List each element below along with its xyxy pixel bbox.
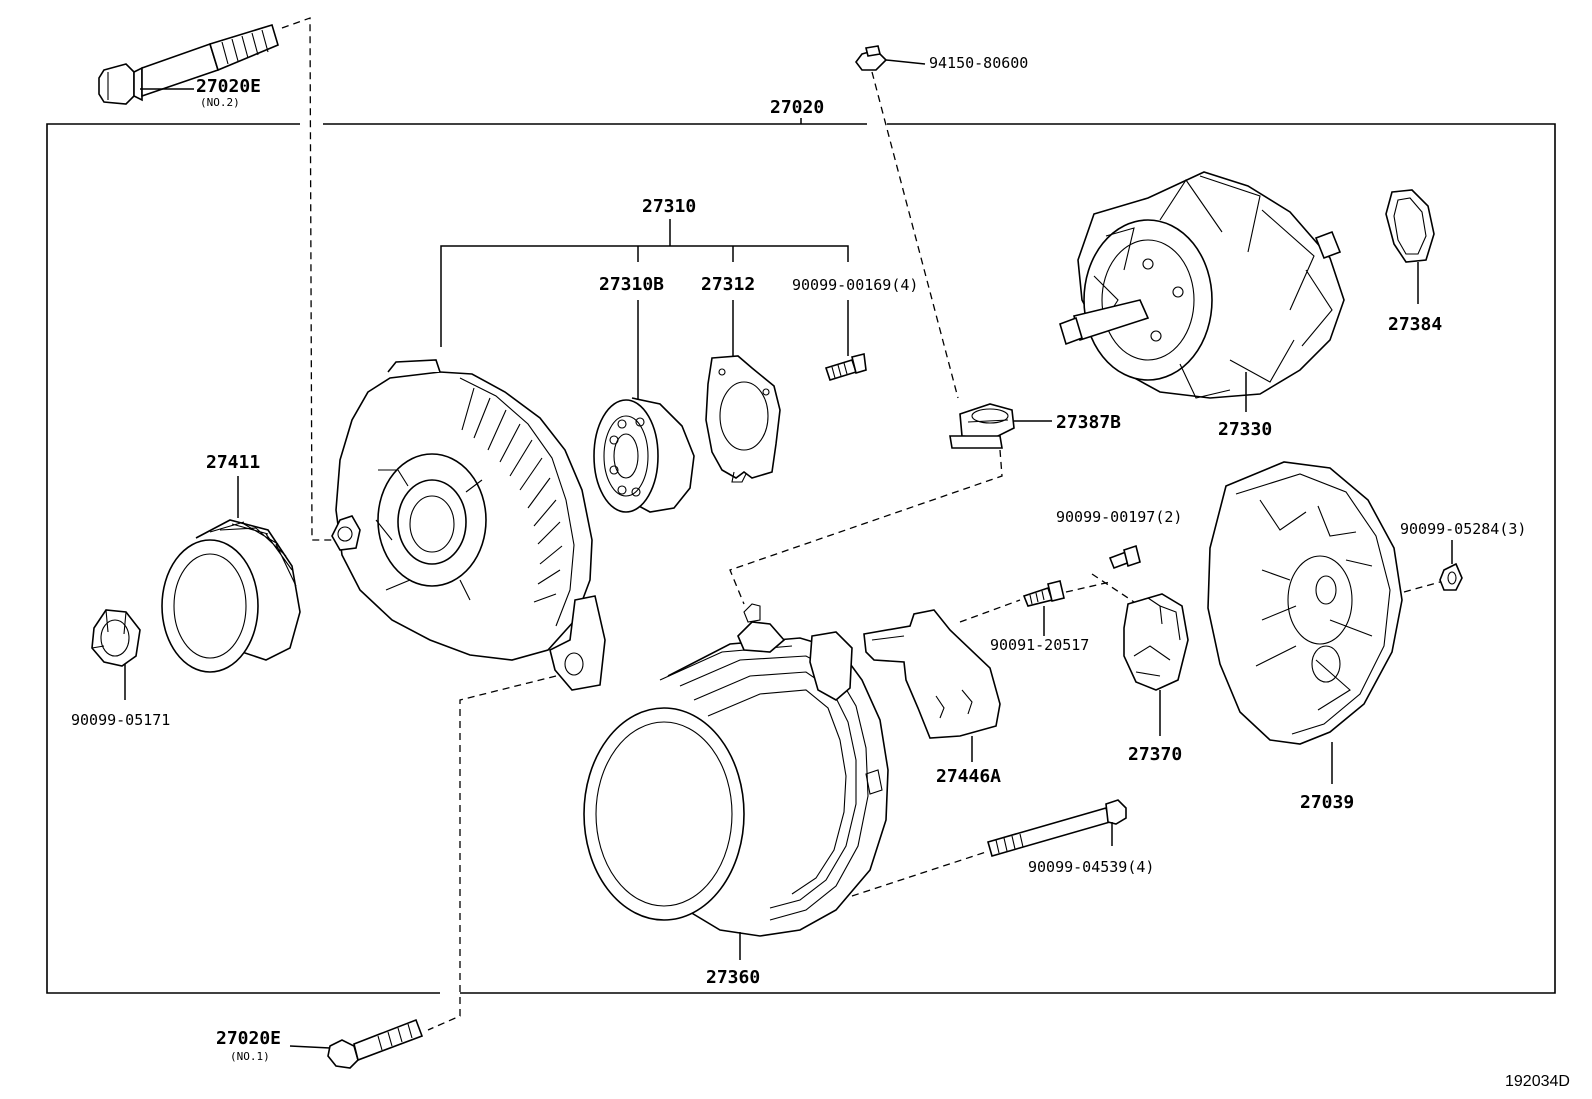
- nut-top[interactable]: [855, 45, 888, 71]
- insulator-number[interactable]: 27387B: [1056, 412, 1121, 433]
- nut-top-number[interactable]: 94150-80600: [929, 54, 1028, 72]
- screw-plate-number[interactable]: 90091-20517: [990, 636, 1089, 654]
- brush-holder[interactable]: [1123, 593, 1189, 691]
- screw-brush-holder[interactable]: [1108, 544, 1141, 570]
- bolt-no1[interactable]: [327, 1018, 424, 1069]
- rotor-number[interactable]: 27330: [1218, 419, 1272, 440]
- rotor-ring-number[interactable]: 27384: [1388, 314, 1442, 335]
- bolt-no1-number[interactable]: 27020E: [216, 1028, 281, 1049]
- plate[interactable]: [863, 609, 1001, 739]
- assembly-number[interactable]: 27020: [770, 97, 824, 118]
- screw-retainer[interactable]: [824, 353, 867, 381]
- screw-retainer-number[interactable]: 90099-00169(4): [792, 276, 918, 294]
- pulley-number[interactable]: 27411: [206, 452, 260, 473]
- bearing-number[interactable]: 27310B: [599, 274, 664, 295]
- pulley-nut-number[interactable]: 90099-05171: [71, 711, 170, 729]
- assembly-frame: [46, 118, 1556, 994]
- screw-plate[interactable]: [1022, 580, 1065, 607]
- retainer-number[interactable]: 27312: [701, 274, 755, 295]
- pulley-nut[interactable]: [91, 609, 141, 667]
- screw-brush-number[interactable]: 90099-00197(2): [1056, 508, 1182, 526]
- through-bolt-number[interactable]: 90099-04539(4): [1028, 858, 1154, 876]
- drive-end-frame[interactable]: [331, 359, 606, 691]
- nut-cover-number[interactable]: 90099-05284(3): [1400, 520, 1526, 538]
- nut-cover[interactable]: [1439, 562, 1463, 591]
- diagram-id: 192034D: [1505, 1073, 1570, 1090]
- frame-group-number[interactable]: 27310: [642, 196, 696, 217]
- bolt-no2-number[interactable]: 27020E: [196, 76, 261, 97]
- rear-cover-number[interactable]: 27039: [1300, 792, 1354, 813]
- bolt-no1-note: (NO.1): [230, 1050, 270, 1063]
- through-bolt[interactable]: [987, 799, 1127, 857]
- bearing[interactable]: [593, 397, 695, 513]
- rotor[interactable]: [1059, 171, 1345, 399]
- rear-cover[interactable]: [1207, 461, 1403, 745]
- brush-holder-number[interactable]: 27370: [1128, 744, 1182, 765]
- stator-frame[interactable]: [583, 603, 889, 937]
- bolt-no2-note: (NO.2): [200, 96, 240, 109]
- stator-frame-number[interactable]: 27360: [706, 967, 760, 988]
- rotor-ring[interactable]: [1385, 189, 1435, 263]
- bolt-no2[interactable]: [98, 23, 279, 105]
- plate-number[interactable]: 27446A: [936, 766, 1001, 787]
- insulator[interactable]: [949, 403, 1015, 449]
- retainer-plate[interactable]: [705, 355, 781, 483]
- pulley[interactable]: [161, 519, 301, 673]
